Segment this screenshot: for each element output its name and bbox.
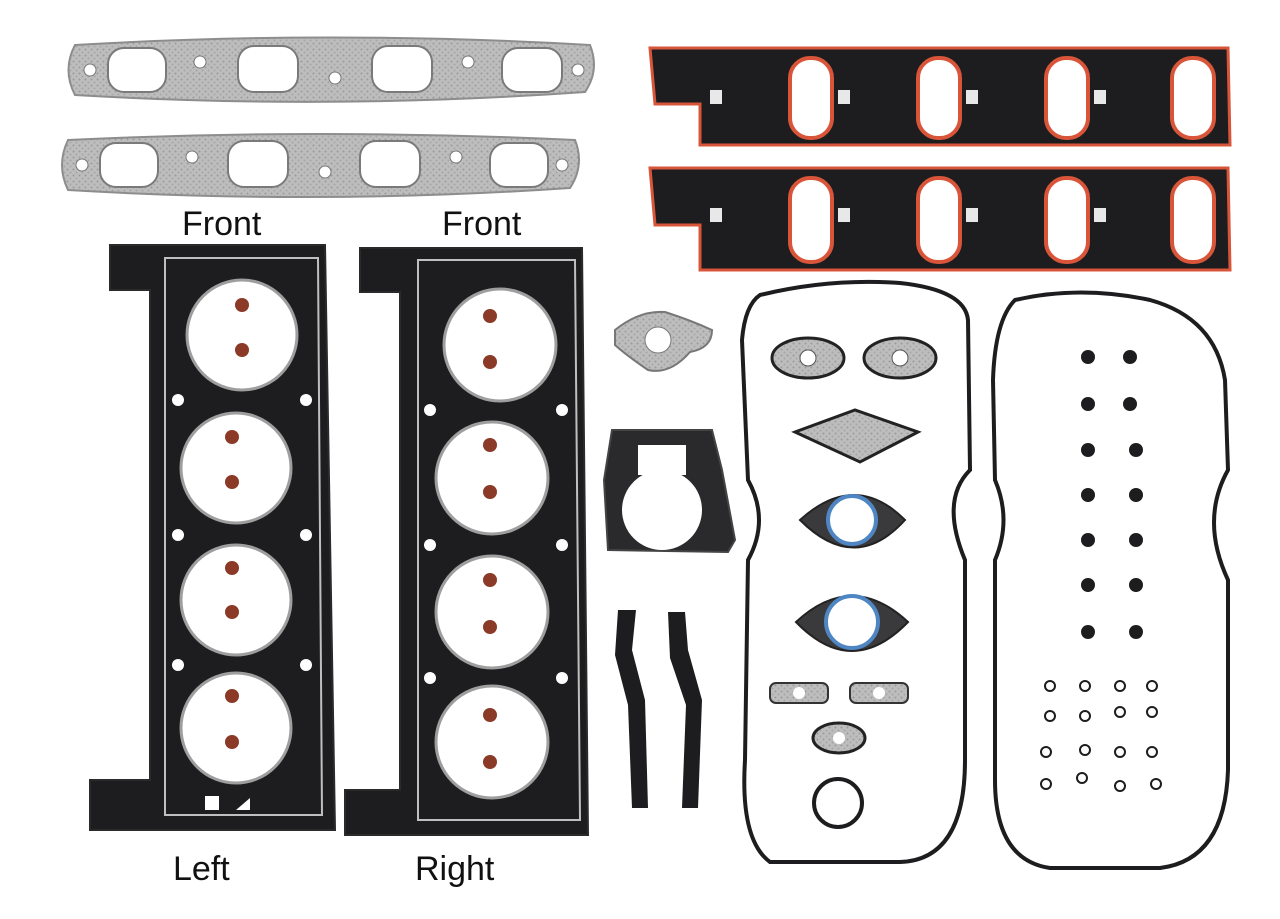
rubber-seal-strip-left bbox=[615, 610, 648, 808]
egr-gasket bbox=[614, 310, 714, 372]
left-label: Left bbox=[173, 850, 230, 888]
front-label-left: Front bbox=[182, 205, 262, 243]
exhaust-manifold-gasket-bottom bbox=[61, 133, 580, 199]
head-gasket-left bbox=[89, 244, 337, 831]
valve-cover-gasket-left bbox=[739, 279, 973, 864]
rubber-seal-strip-right bbox=[668, 612, 702, 808]
valve-stem-seals bbox=[1081, 350, 1143, 639]
intake-manifold-gasket-top bbox=[648, 46, 1232, 147]
right-label: Right bbox=[415, 850, 495, 888]
valve-cover-gasket-right bbox=[990, 290, 1231, 870]
exhaust-manifold-gasket-top bbox=[67, 36, 595, 103]
throttle-body-gasket bbox=[602, 429, 737, 554]
front-label-right: Front bbox=[442, 205, 522, 243]
head-gasket-right bbox=[344, 247, 590, 836]
small-o-rings bbox=[1040, 680, 1162, 792]
intake-manifold-gasket-bottom bbox=[648, 166, 1232, 272]
